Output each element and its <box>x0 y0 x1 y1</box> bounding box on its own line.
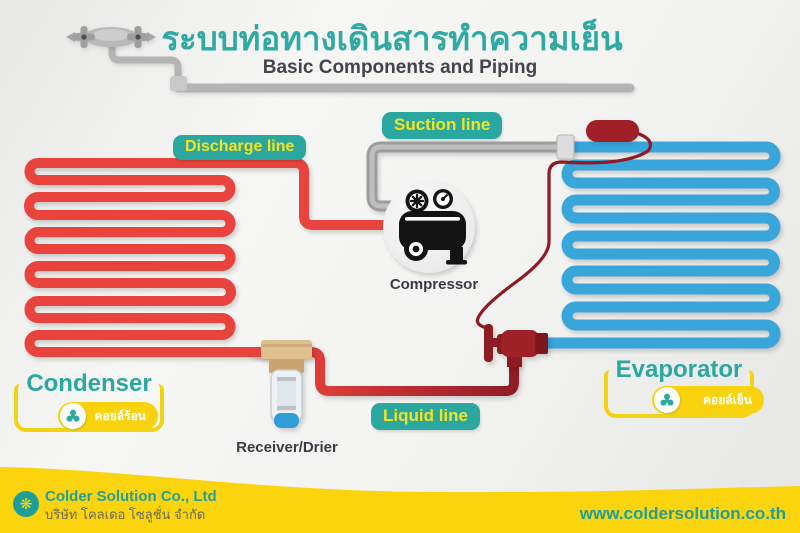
evaporator-thai-label: คอยล์เย็น <box>703 392 752 407</box>
expansion-valve <box>484 324 548 367</box>
sensing-bulb <box>586 120 639 142</box>
liquid-line-pipe <box>250 347 519 396</box>
header-pipe-graphic <box>108 38 635 93</box>
liquid-line-label: Liquid line <box>371 403 480 430</box>
suction-line-pipe <box>366 134 575 212</box>
page-subtitle: Basic Components and Piping <box>262 57 538 78</box>
logo-glyph: ❋ <box>19 495 33 513</box>
receiver-drier <box>261 340 312 428</box>
evaporator-thai-pill: คอยล์เย็น <box>652 386 764 414</box>
page-title: ระบบท่อทางเดินสารทำความเย็น <box>161 20 623 57</box>
condenser-name: Condenser <box>26 370 152 397</box>
condenser-bracket <box>14 384 164 432</box>
compressor-label: Compressor <box>389 276 479 293</box>
fan-icon-glyph <box>66 409 80 422</box>
compressor-icon <box>399 189 467 265</box>
evaporator-name: Evaporator <box>615 356 743 383</box>
fan-icon <box>654 387 680 413</box>
condenser-thai-label: คอยล์ร้อน <box>94 408 146 423</box>
fan-icon-glyph <box>660 393 674 406</box>
footer-website-url: www.coldersolution.co.th <box>579 504 786 523</box>
capillary-tube <box>475 130 653 330</box>
header-valve-icon <box>66 26 156 48</box>
receiver-drier-label: Receiver/Drier <box>236 439 338 456</box>
suction-line-label: Suction line <box>382 112 503 139</box>
footer-company-name: Colder Solution Co., Ltd <box>45 488 217 505</box>
condenser-coil <box>24 158 401 357</box>
evaporator-coil <box>537 141 781 349</box>
colder-solution-logo: ❋ <box>13 491 39 517</box>
footer-company-name-thai: บริษัท โคลเดอ โซลูชั่น จำกัด <box>45 507 206 522</box>
condenser-label-group: Condenser คอยล์ร้อน <box>14 370 164 434</box>
evaporator-label-group: Evaporator คอยล์เย็น <box>604 356 764 420</box>
fan-icon <box>60 403 86 429</box>
discharge-line-label: Discharge line <box>173 135 307 160</box>
footer-band <box>0 467 800 533</box>
